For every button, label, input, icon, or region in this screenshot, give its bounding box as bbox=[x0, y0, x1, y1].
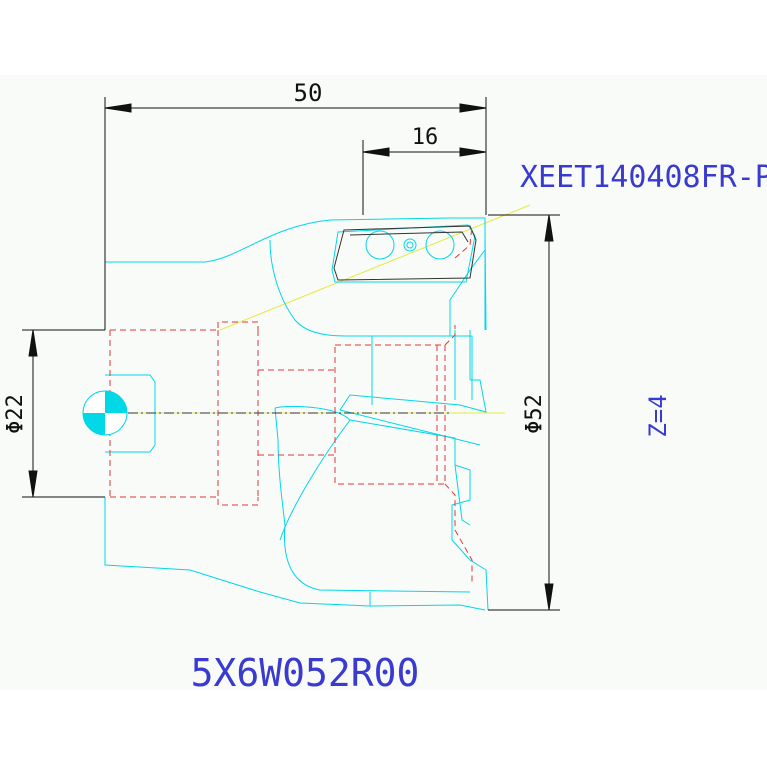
insert-outline bbox=[333, 225, 477, 281]
part-number-label: 5X6W052R00 bbox=[191, 651, 420, 695]
center-lines bbox=[120, 204, 531, 414]
dim-insert-offset: 16 bbox=[412, 125, 439, 150]
insert-code-label: XEET140408FR-P bbox=[520, 160, 767, 195]
teeth-count-label: Z=4 bbox=[644, 394, 672, 437]
drawing-sheet bbox=[0, 75, 767, 690]
hidden-lines bbox=[109, 224, 473, 585]
dim-cutter-diameter: Φ52 bbox=[522, 394, 547, 434]
dimension-lines bbox=[22, 97, 560, 611]
dim-overall-length: 50 bbox=[294, 79, 323, 107]
dim-bore-diameter: Φ22 bbox=[3, 394, 28, 434]
insert-centerline bbox=[219, 204, 531, 331]
cutter-body-outline bbox=[104, 217, 489, 611]
datum-symbol bbox=[82, 390, 128, 436]
